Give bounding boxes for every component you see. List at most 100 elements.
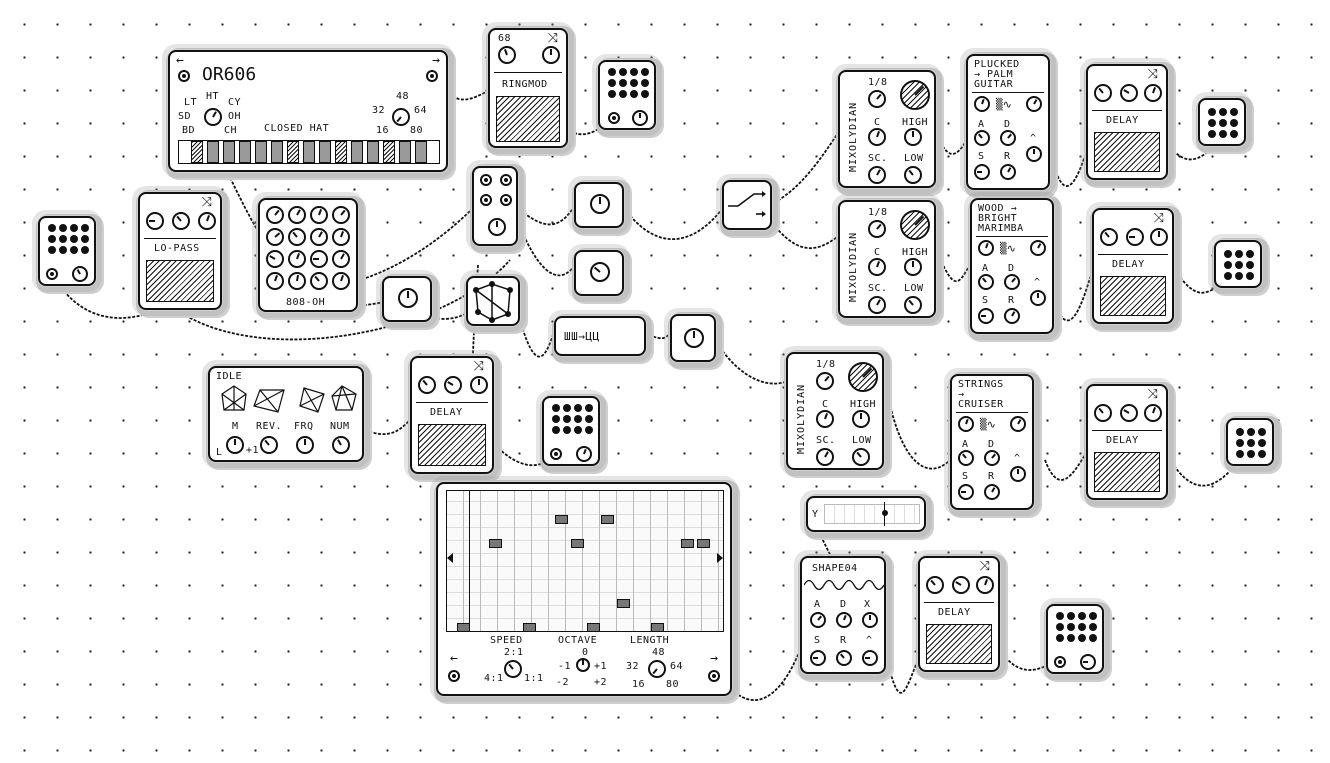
sustain-knob[interactable] (810, 650, 826, 666)
scroll-left-icon[interactable] (447, 553, 453, 563)
step-cell[interactable] (383, 141, 395, 163)
mixer-jack[interactable] (500, 174, 512, 186)
value-knob[interactable] (398, 288, 418, 308)
cutoff-knob[interactable] (146, 212, 164, 230)
pad-input-jack[interactable] (550, 448, 562, 460)
delay-time-knob[interactable] (1094, 404, 1112, 422)
note[interactable] (489, 539, 502, 548)
xy-slider-module[interactable]: Y (800, 490, 932, 538)
grid-knob[interactable] (266, 250, 284, 268)
pad-input-jack[interactable] (46, 268, 58, 280)
note[interactable] (617, 599, 630, 608)
delay-time-knob[interactable] (418, 376, 436, 394)
speaker-2[interactable] (1208, 234, 1268, 294)
decay-knob[interactable] (1004, 274, 1020, 290)
step-cell[interactable] (303, 141, 315, 163)
forward-arrow-icon[interactable]: → (710, 651, 718, 666)
step-cell[interactable] (271, 141, 283, 163)
mixer-jack[interactable] (500, 194, 512, 206)
sustain-knob[interactable] (958, 484, 974, 500)
step-cell[interactable] (207, 141, 219, 163)
root-knob[interactable] (868, 258, 886, 276)
volume-knob[interactable] (72, 266, 88, 282)
speed-knob[interactable] (504, 660, 522, 678)
rev-knob[interactable] (260, 436, 278, 454)
tone-knob[interactable] (978, 240, 994, 256)
delay-mix-knob[interactable] (1144, 404, 1162, 422)
release-knob[interactable] (1000, 164, 1016, 180)
pad-input-jack[interactable] (1054, 656, 1066, 668)
step-cell[interactable] (415, 141, 427, 163)
note[interactable] (587, 623, 600, 632)
note[interactable] (457, 623, 470, 632)
delay-time-knob[interactable] (1094, 84, 1112, 102)
speaker-3[interactable] (1220, 412, 1280, 472)
step-cell[interactable] (335, 141, 347, 163)
num-knob[interactable] (332, 436, 350, 454)
octave-knob[interactable] (576, 658, 590, 672)
root-knob[interactable] (868, 128, 886, 146)
note[interactable] (555, 515, 568, 524)
grid-knob[interactable] (288, 206, 306, 224)
scale-knob[interactable] (868, 166, 886, 184)
sound-ht[interactable]: HT (206, 91, 220, 102)
pad-input-jack[interactable] (608, 112, 620, 124)
mixer-jack[interactable] (480, 194, 492, 206)
grid-knob[interactable] (332, 250, 350, 268)
attack-knob[interactable] (810, 612, 826, 628)
range-dial[interactable] (900, 210, 930, 240)
sound-select-knob[interactable] (204, 108, 222, 126)
division-knob[interactable] (868, 90, 886, 108)
shuffle-icon[interactable]: ⤨ (1153, 211, 1164, 226)
shape-knob[interactable] (862, 650, 878, 666)
scale-knob[interactable] (816, 448, 834, 466)
sound-ch[interactable]: CH (224, 125, 238, 136)
decay-knob[interactable] (836, 612, 852, 628)
note[interactable] (571, 539, 584, 548)
shape-knob[interactable] (1010, 466, 1026, 482)
grid-knob[interactable] (310, 250, 328, 268)
value-knob[interactable] (590, 194, 610, 214)
output-pad-1[interactable] (592, 54, 662, 136)
sound-oh[interactable]: OH (228, 111, 242, 122)
volume-knob[interactable] (576, 446, 592, 462)
delay-feedback-knob[interactable] (1120, 404, 1138, 422)
decay-knob[interactable] (984, 450, 1000, 466)
shuffle-icon[interactable]: ⤨ (1147, 387, 1158, 402)
length-knob[interactable] (648, 660, 666, 678)
grid-knob[interactable] (310, 228, 328, 246)
volume-knob[interactable] (632, 110, 648, 126)
shape-knob[interactable] (1026, 146, 1042, 162)
grid-knob[interactable] (266, 272, 284, 290)
attack-knob[interactable] (978, 274, 994, 290)
tone-knob[interactable] (958, 416, 974, 432)
low-knob[interactable] (852, 448, 870, 466)
sequencer-input-jack[interactable] (448, 670, 460, 682)
sound-sd[interactable]: SD (178, 111, 192, 122)
shape-knob[interactable] (1030, 290, 1046, 306)
output-pad-4[interactable] (1040, 598, 1110, 680)
note[interactable] (651, 623, 664, 632)
low-knob[interactable] (904, 296, 922, 314)
tone-knob[interactable] (974, 96, 990, 112)
delay-time-knob[interactable] (926, 576, 944, 594)
delay-mix-knob[interactable] (976, 576, 994, 594)
volume-knob[interactable] (1080, 654, 1096, 670)
release-knob[interactable] (836, 650, 852, 666)
grid-knob[interactable] (288, 228, 306, 246)
scale-knob[interactable] (868, 296, 886, 314)
shuffle-icon[interactable]: ⤨ (1147, 67, 1158, 82)
high-knob[interactable] (904, 258, 922, 276)
ringmod-knob-1[interactable] (498, 46, 516, 64)
step-cell[interactable] (223, 141, 235, 163)
forward-arrow-icon[interactable]: → (432, 53, 440, 68)
timbre-knob[interactable] (1030, 240, 1046, 256)
grid-knob[interactable] (266, 228, 284, 246)
xy-handle[interactable] (882, 510, 888, 516)
shuffle-icon[interactable]: ⤨ (979, 559, 990, 574)
xy-track[interactable] (824, 504, 920, 524)
grid-knob[interactable] (332, 206, 350, 224)
division-knob[interactable] (868, 220, 886, 238)
step-cell[interactable] (351, 141, 363, 163)
step-cell[interactable] (399, 141, 411, 163)
